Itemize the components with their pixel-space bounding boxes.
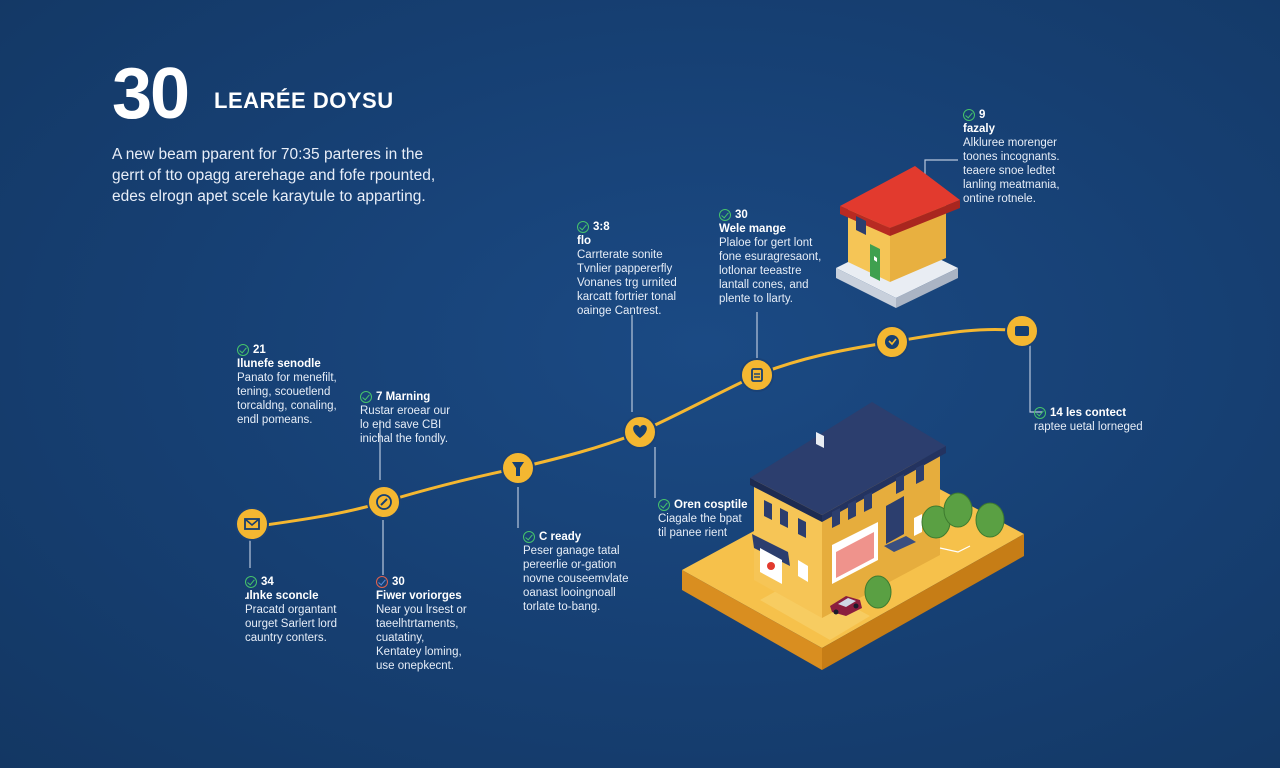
milestone-note: 14 les contect raptee uetal lorneged <box>1034 407 1143 433</box>
header-title: LEARÉE DOYSU <box>214 88 394 113</box>
milestone-note: 34 ɹlnke sconcle Pracatd organtant ourge… <box>245 576 338 644</box>
check-circle-icon <box>1034 407 1046 419</box>
node-key <box>501 451 535 485</box>
node-heart <box>623 415 657 449</box>
milestone-note: 9 fazaly Alkluree morenger toones incogn… <box>963 109 1060 205</box>
connector-m10 <box>1029 345 1042 413</box>
milestone-note: 21 Ilunefe senodle Panato for menefilt, … <box>237 344 337 426</box>
timeline-nodes <box>235 314 1039 541</box>
check-circle-icon <box>963 109 975 121</box>
house-large-illustration <box>682 402 1024 670</box>
milestone-note: 30 Fiwer voriorges Near you lrsest or ta… <box>376 576 467 672</box>
node-envelope <box>235 507 269 541</box>
milestone-note: 3:8 flo Carrterate sonite Tvnlier papper… <box>577 221 677 317</box>
check-circle-icon <box>658 499 670 511</box>
check-circle-icon <box>245 576 257 588</box>
intro-line: A new beam pparent for 70:35 parteres in… <box>112 146 424 163</box>
node-clock <box>875 325 909 359</box>
milestone-note: C ready Peser ganage tatal pereerlie or-… <box>523 531 629 613</box>
node-calendar <box>740 358 774 392</box>
check-circle-icon <box>577 221 589 233</box>
gauge-icon <box>376 576 388 588</box>
check-circle-icon <box>719 209 731 221</box>
house-small-illustration <box>836 166 960 308</box>
milestone-note: 7 Marning Rustar eroear our lo end save … <box>360 391 451 445</box>
milestone-note: Oren cosptile Ciagale the bpat til panee… <box>658 499 748 539</box>
intro-line: edes elrogn apet scele karaytule to appa… <box>112 188 426 205</box>
milestone-note: 30 Wele mange Plaloe for gert lont fone … <box>719 209 822 305</box>
check-circle-icon <box>360 391 372 403</box>
check-circle-icon <box>237 344 249 356</box>
node-compass <box>367 485 401 519</box>
check-circle-icon <box>523 531 535 543</box>
intro-line: gerrt of tto opagg arerehage and fofe rp… <box>112 167 436 184</box>
node-card <box>1005 314 1039 348</box>
header-number: 30 <box>112 54 190 134</box>
header-intro: A new beam pparent for 70:35 parteres in… <box>112 144 442 207</box>
